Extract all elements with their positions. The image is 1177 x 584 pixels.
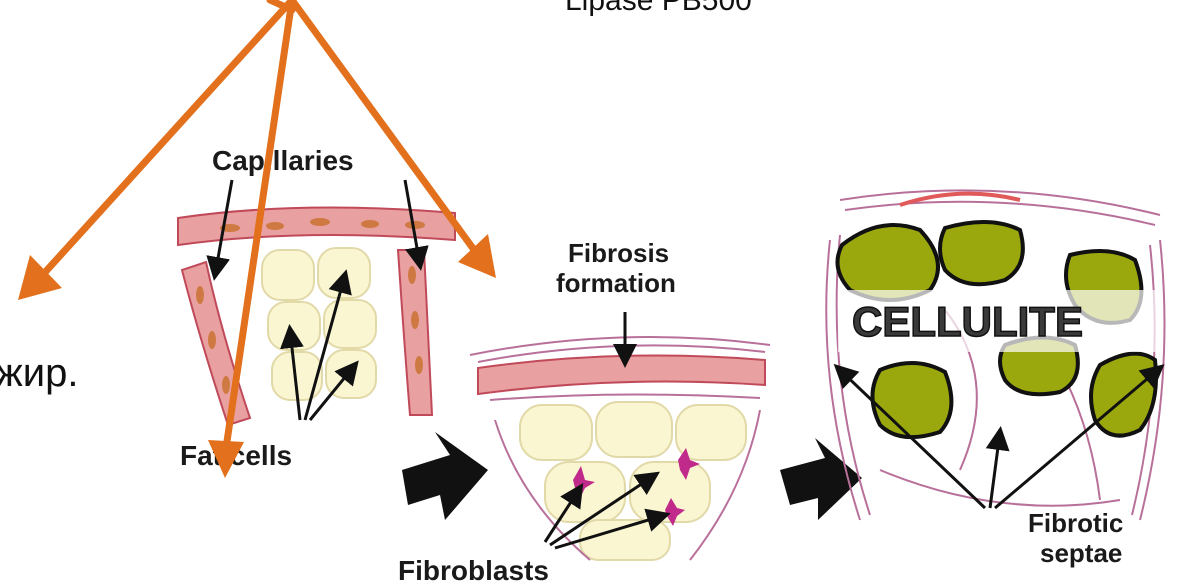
panel-cellulite: CELLULITE Fibrotic septae: [826, 190, 1164, 568]
label-septae-2: septae: [1040, 538, 1122, 568]
progress-arrow-1: [402, 432, 488, 520]
label-fibrosis-1: Fibrosis: [568, 238, 669, 268]
progress-arrow-2: [780, 438, 862, 520]
label-capillaries: Capillaries: [212, 145, 354, 176]
fibrosis-capillary: [478, 356, 765, 395]
label-septae-1: Fibrotic: [1028, 508, 1123, 538]
left-text: жир.: [0, 351, 78, 395]
fat-cells: [262, 248, 376, 400]
panel-normal-tissue: Capillaries Fat cells: [178, 145, 455, 471]
top-caption: Lipase PB500: [565, 0, 752, 17]
label-fibrosis-2: formation: [556, 268, 676, 298]
label-fibroblasts: Fibroblasts: [398, 555, 549, 584]
panel-fibrosis: Fibrosis formation Fibroblasts: [398, 238, 770, 584]
label-cellulite: CELLULITE: [852, 298, 1083, 345]
